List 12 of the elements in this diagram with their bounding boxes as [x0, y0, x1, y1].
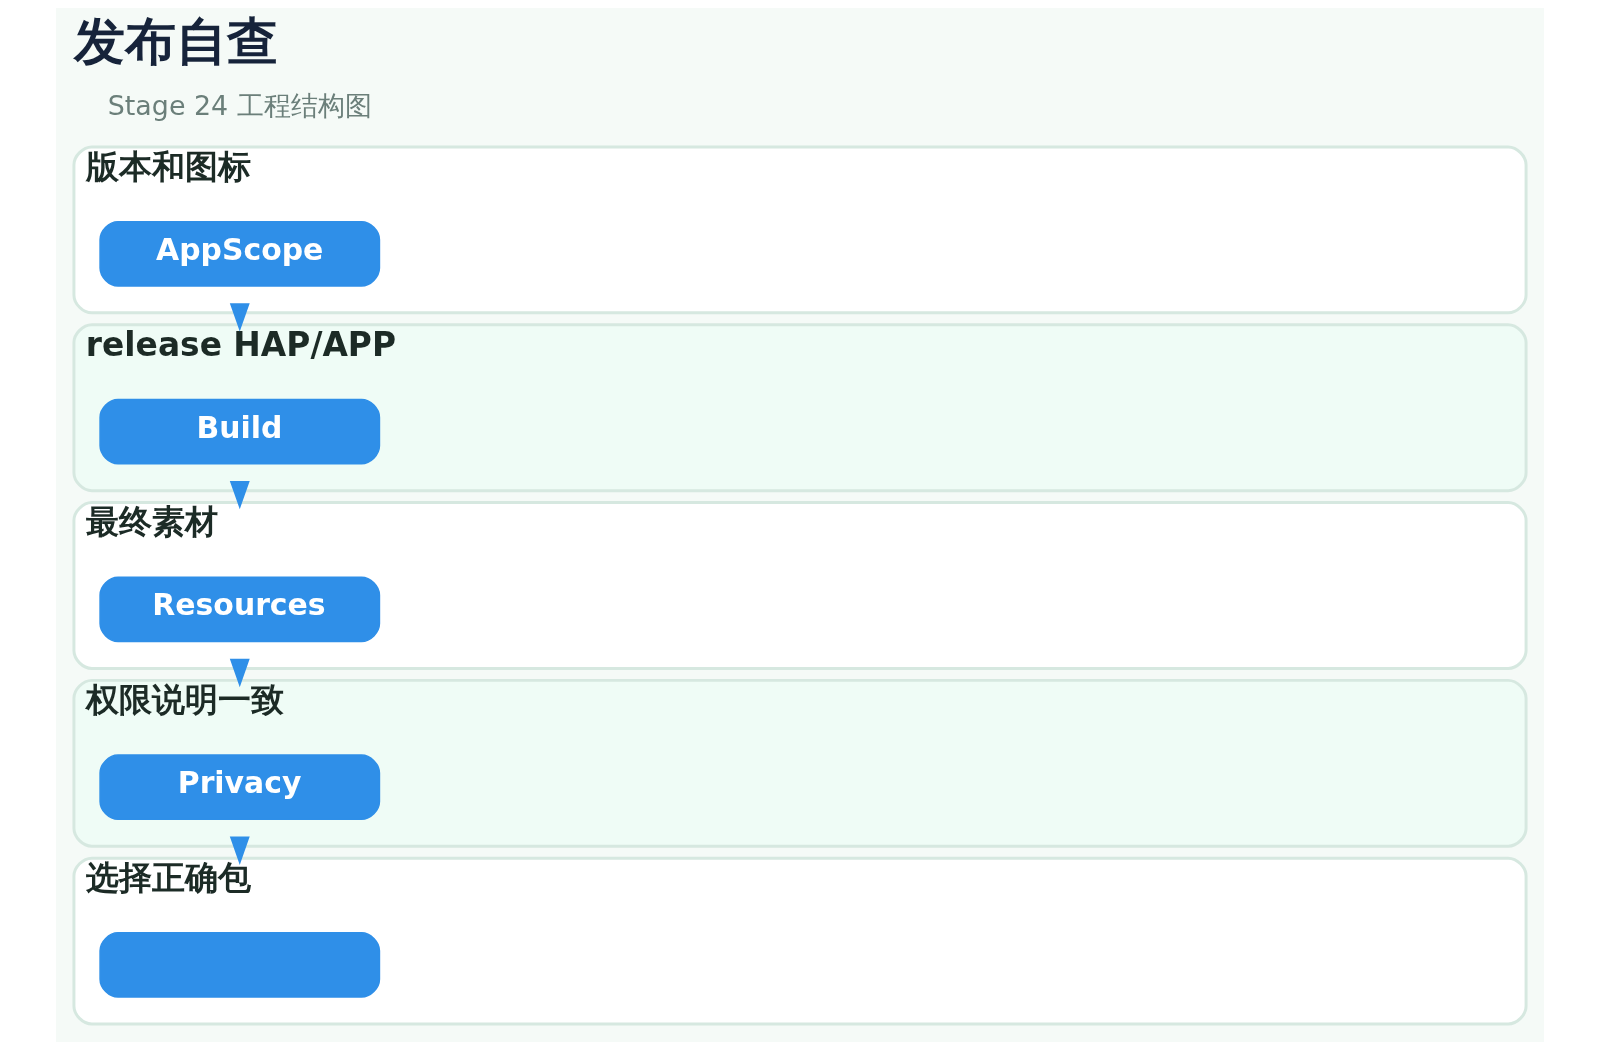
- arrow: [229, 480, 250, 510]
- arrow: [229, 303, 250, 332]
- node-box: Build: [99, 398, 381, 465]
- arrow: [229, 658, 250, 688]
- arrow: [229, 836, 250, 865]
- node-box: Resources: [99, 576, 381, 643]
- label: Stage 24 工程结构图: [107, 89, 372, 121]
- node-box: Privacy: [99, 754, 381, 821]
- node-box: [99, 932, 381, 998]
- diagram-title: 发布自查: [73, 12, 278, 72]
- node-box: AppScope: [99, 220, 381, 287]
- cluster: 选择正确包: [72, 856, 1528, 1026]
